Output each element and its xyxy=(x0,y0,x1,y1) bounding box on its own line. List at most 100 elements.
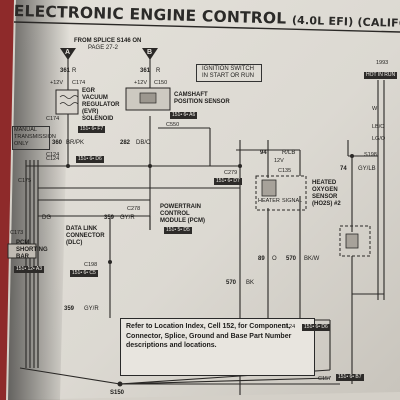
tag-c198: 151• 6• C5 xyxy=(70,270,98,277)
dlc-name-2: CONNECTOR xyxy=(66,233,105,239)
evr-wire-top-num: 361 xyxy=(60,68,71,74)
dlc-wire2-color: GY/R xyxy=(84,306,99,312)
connector-c279: C279 xyxy=(224,170,238,176)
right-sensor-body xyxy=(339,225,371,257)
tag-c279: 151• 6• D7 xyxy=(214,178,242,185)
pcm-shorting-bar-body xyxy=(7,243,37,259)
manual-trans-3: ONLY xyxy=(14,141,29,147)
tag-pcm: 151• 5• D5 xyxy=(164,227,192,234)
connector-c124: C124 xyxy=(46,156,60,162)
ho2s-wire-b-num: 74 xyxy=(340,166,347,172)
tag-cps: 151• 6• A6 xyxy=(170,112,198,119)
ho2s-voltage: 12V xyxy=(274,158,284,164)
cps-connector: C150 xyxy=(154,80,168,86)
dlc-wire2-num: 359 xyxy=(64,306,75,312)
ho2s-name-2: OXYGEN xyxy=(312,187,338,193)
tag-c157: 151• 6• B7 xyxy=(336,374,364,381)
bus-dg-color: GY/R xyxy=(120,215,135,221)
connector-c278: C278 xyxy=(127,206,141,212)
ho2s-wire-a-color: R/LB xyxy=(282,150,296,156)
pcm-name-3: MODULE (PCM) xyxy=(160,218,205,224)
ho2s-heater: HEATER xyxy=(258,198,280,204)
evr-name-1: EGR xyxy=(82,88,96,94)
evr-name-4: (EVR) xyxy=(82,109,99,115)
right-lbo: LB/O xyxy=(372,124,385,130)
shorting-3: BAR xyxy=(16,254,29,260)
manual-trans-1: MANUAL xyxy=(14,127,37,133)
connector-c173: C173 xyxy=(10,230,24,236)
manual-trans-2: TRANSMISSION xyxy=(14,134,56,140)
tag-f7: 151• 6• F7 xyxy=(78,126,106,133)
ho2s-name-4: (HO2S) #2 xyxy=(312,201,341,207)
cps-wire-bottom-color: DB/O xyxy=(136,140,151,146)
connector-a-label: A xyxy=(65,49,71,56)
ho2s-wire-d-num: 89 xyxy=(258,256,265,262)
ignition-note-box xyxy=(196,64,262,82)
splice-s198: S198 xyxy=(364,152,377,158)
shorting-1: PCM xyxy=(16,240,30,246)
ho2s-wire-c-num: 570 xyxy=(286,256,297,262)
connector-b-label: B xyxy=(147,49,153,56)
connector-c198: C198 xyxy=(84,262,98,268)
evr-connector-bottom: C174 xyxy=(46,116,60,122)
cps-connector-bottom: C550 xyxy=(166,122,180,128)
cps-wire-top-color: R xyxy=(156,68,161,74)
page-corner-label: 1993 xyxy=(376,60,389,66)
dlc-name-1: DATA LINK xyxy=(66,226,98,232)
tag-c173: 151• 12• A3 xyxy=(14,266,45,273)
right-lgo: LG/O xyxy=(372,136,386,142)
ho2s-wire-d-color: O xyxy=(272,256,277,262)
ho2s-wire-b-color: GY/LB xyxy=(358,166,376,172)
evr-name-3: REGULATOR xyxy=(82,102,120,108)
ho2s-wire-a-num: 94 xyxy=(260,150,267,156)
dlc-name-3: (DLC) xyxy=(66,240,83,246)
ignition-note-2: IN START OR RUN xyxy=(202,73,255,79)
ho2s-wire-c-color: BK/W xyxy=(304,256,320,262)
evr-solenoid-body xyxy=(55,89,79,115)
hot-in-run-tag: HOT IN RUN xyxy=(364,72,398,79)
ho2s-signal: SIGNAL xyxy=(282,198,303,204)
evr-connector-top: C174 xyxy=(72,80,86,86)
shorting-2: SHORTING xyxy=(16,247,48,253)
connector-c124-bottom: C124 xyxy=(282,324,296,330)
cps-wire-bottom-num: 282 xyxy=(120,140,131,146)
connector-b-shape xyxy=(142,48,158,60)
bus-wire-color: BK xyxy=(246,280,255,286)
connector-c124-top: C124 xyxy=(46,152,60,158)
evr-voltage: +12V xyxy=(50,80,63,86)
evr-name-5: SOLENOID xyxy=(82,116,114,122)
cps-voltage: +12V xyxy=(134,80,147,86)
pcm-name-2: CONTROL xyxy=(160,211,190,217)
evr-wire-top-color: R xyxy=(72,68,77,74)
manual-trans-box xyxy=(12,126,50,150)
ho2s-name-3: SENSOR xyxy=(312,194,338,200)
splice-dots xyxy=(66,154,354,387)
evr-wire-bottom-color: BR/PK xyxy=(66,140,85,146)
splice-s150: S150 xyxy=(110,390,125,396)
connector-c157: C157 xyxy=(318,376,332,382)
connector-a-shape xyxy=(60,48,76,60)
from-page-label: PAGE 27-2 xyxy=(88,45,118,51)
tag-c124-bottom: 151• 6• D6 xyxy=(302,324,330,331)
tag-c124-top: 151• 6• D6 xyxy=(76,156,104,163)
page-sheet xyxy=(8,0,400,400)
wiring xyxy=(19,58,385,395)
ho2s-name-1: HEATED xyxy=(312,180,337,186)
ho2s-body xyxy=(255,175,307,211)
cps-name-1: CAMSHAFT xyxy=(174,92,208,98)
pcm-name-1: POWERTRAIN xyxy=(160,204,201,210)
bus-dg-num: 359 xyxy=(104,215,115,221)
bus-wire-num: 570 xyxy=(226,280,237,286)
bus-dg-label: DG xyxy=(42,215,51,221)
right-w: W xyxy=(372,106,378,112)
from-splice-label: FROM SPLICE S146 ON xyxy=(74,38,142,44)
evr-name-2: VACUUM xyxy=(82,95,108,101)
location-index-note: Refer to Location Index, Cell 152, for C… xyxy=(120,318,315,376)
cps-wire-top-num: 361 xyxy=(140,68,151,74)
ignition-note-1: IGNITION SWITCH xyxy=(202,66,254,72)
connector-c175: C175 xyxy=(18,178,32,184)
cps-name-2: POSITION SENSOR xyxy=(174,99,230,105)
connector-c135: C135 xyxy=(278,168,292,174)
evr-wire-bottom-num: 360 xyxy=(52,140,63,146)
